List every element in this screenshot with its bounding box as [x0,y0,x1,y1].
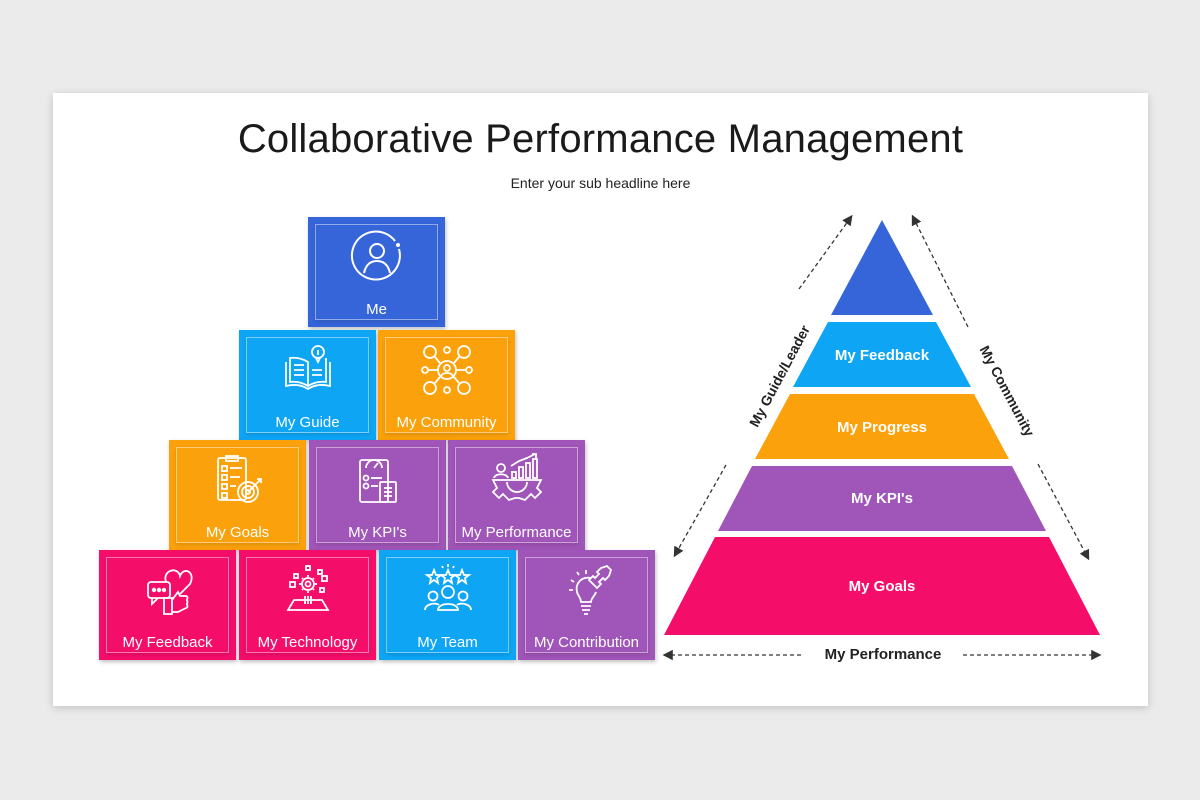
block-label: My Guide [275,414,340,431]
pyramid-label-goals: My Goals [848,578,916,595]
left-arrow-up [798,214,853,290]
slide-subtitle: Enter your sub headline here [510,175,691,191]
block-label: My Performance [461,524,572,541]
block-my-guide: My Guide [239,330,376,440]
block-label: My Team [417,634,478,651]
block-my-performance: My Performance [448,440,585,550]
slide-title: Collaborative Performance Management [237,117,964,161]
block-my-feedback: My Feedback [99,550,236,660]
block-label: My Community [396,414,497,431]
right-arrow-down [1037,463,1090,561]
block-me: Me [308,217,445,327]
slide: Collaborative Performance Management Ent… [53,93,1148,706]
bottom-axis-label: My Performance [824,646,942,663]
block-my-technology: My Technology [239,550,376,660]
chat-heart-thumbsup-icon [146,569,192,615]
block-my-community: My Community [378,330,515,440]
block-my-kpis: My KPI's [309,440,446,550]
block-label: My Contribution [533,634,640,651]
pyramid-level-kpis [718,466,1046,531]
pyramid-label-progress: My Progress [836,419,928,436]
block-label: My Feedback [122,634,213,651]
clipboard-gauge-icon [358,459,397,503]
gear-devices-icon [285,565,330,611]
open-book-info-icon [284,345,331,391]
block-label: Me [366,301,387,318]
gear-chart-person-icon [491,453,542,502]
checklist-target-icon [216,455,262,503]
block-label: My Technology [257,634,358,651]
lightbulb-puzzle-icon [568,564,612,615]
user-circle-icon [350,230,401,281]
pyramid-diagram [662,214,1102,661]
network-people-icon [420,345,473,395]
pyramid-label-feedback: My Feedback [834,347,930,364]
block-my-goals: My Goals [169,440,306,550]
block-my-team: My Team [379,550,516,660]
pyramid-level-top [831,220,933,315]
left-arrow-down [673,464,727,558]
pyramid-level-goals [664,537,1100,635]
block-label: My Goals [205,524,270,541]
pyramid-label-kpis: My KPI's [851,490,913,507]
pyramid-level-feedback [793,322,971,387]
block-my-contribution: My Contribution [518,550,655,660]
block-label: My KPI's [348,524,407,541]
team-stars-icon [423,564,472,611]
pyramid-level-progress [755,394,1009,459]
